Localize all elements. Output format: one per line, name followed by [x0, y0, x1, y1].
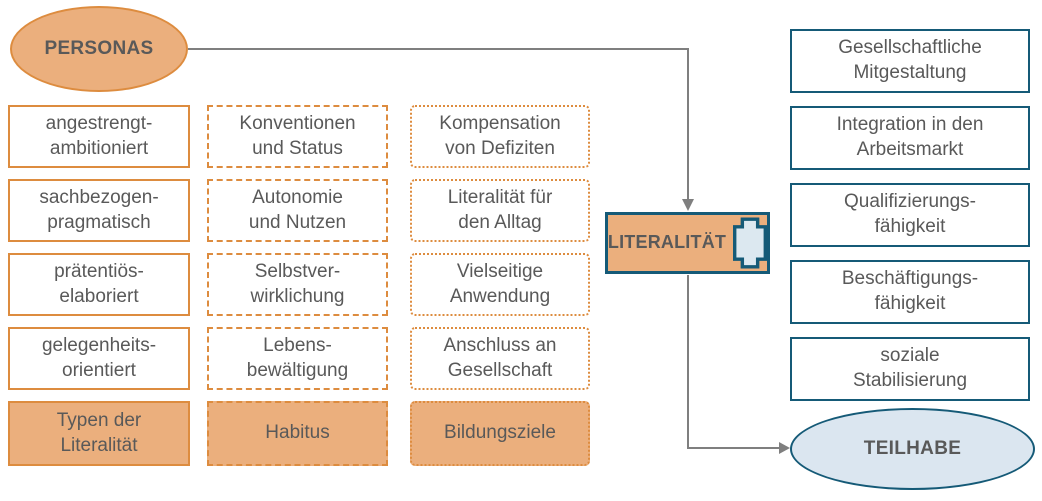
ziel-box-anschluss-an-gesellschaft: Anschluss an Gesellschaft	[410, 327, 590, 390]
outcome-label: Qualifizierungs- fähigkeit	[844, 191, 976, 237]
literalitaet-to-teilhabe-connector	[687, 275, 779, 449]
typ-box-praetentioes-elaboriert: prätentiös- elaboriert	[8, 253, 190, 316]
scroll-icon	[733, 217, 768, 269]
outcome-label: Beschäftigungs- fähigkeit	[841, 268, 979, 314]
literalitaet-label: LITERALITÄT	[607, 232, 727, 253]
ziel-label: Kompensation von Defiziten	[439, 112, 561, 159]
typ-box-sachbezogen-pragmatisch: sachbezogen- pragmatisch	[8, 179, 190, 242]
outcome-box-beschaeftigungsfaehigkeit: Beschäftigungs- fähigkeit	[790, 260, 1030, 324]
teilhabe-label: TEILHABE	[863, 437, 962, 459]
outcome-box-soziale-stabilisierung: soziale Stabilisierung	[790, 337, 1030, 401]
ziel-label: Vielseitige Anwendung	[449, 260, 551, 307]
column-header-label: Bildungsziele	[444, 422, 556, 444]
habitus-label: Selbstver- wirklichung	[250, 260, 345, 307]
arrowhead-right-icon	[779, 442, 790, 454]
typ-box-angestrengt-ambitioniert: angestrengt- ambitioniert	[8, 105, 190, 168]
arrowhead-down-icon	[682, 199, 694, 211]
personas-label: PERSONAS	[44, 37, 154, 59]
literalitaet-node: LITERALITÄT	[605, 212, 770, 274]
ziel-label: Literalität für den Alltag	[447, 186, 553, 233]
column-header-bildungsziele: Bildungsziele	[410, 401, 590, 466]
teilhabe-node: TEILHABE	[790, 408, 1035, 490]
typ-label: angestrengt- ambitioniert	[45, 112, 153, 159]
habitus-label: Konventionen und Status	[239, 112, 356, 159]
column-header-label: Typen der Literalität	[56, 409, 142, 456]
habitus-label: Autonomie und Nutzen	[248, 186, 347, 233]
column-header-typen-der-literalitaet: Typen der Literalität	[8, 401, 190, 466]
outcome-label: soziale Stabilisierung	[852, 345, 968, 391]
ziel-label: Anschluss an Gesellschaft	[443, 334, 557, 381]
typ-box-gelegenheits-orientiert: gelegenheits- orientiert	[8, 327, 190, 390]
habitus-box-konventionen-und-status: Konventionen und Status	[207, 105, 388, 168]
ziel-box-kompensation-von-defiziten: Kompensation von Defiziten	[410, 105, 590, 168]
habitus-box-autonomie-und-nutzen: Autonomie und Nutzen	[207, 179, 388, 242]
outcome-label: Integration in den Arbeitsmarkt	[836, 114, 984, 160]
habitus-label: Lebens- bewältigung	[246, 334, 349, 381]
typ-label: prätentiös- elaboriert	[54, 260, 144, 307]
habitus-box-lebensbewaeltigung: Lebens- bewältigung	[207, 327, 388, 390]
column-header-habitus: Habitus	[207, 401, 388, 466]
typ-label: sachbezogen- pragmatisch	[39, 186, 159, 233]
personas-node: PERSONAS	[10, 6, 188, 92]
outcome-label: Gesellschaftliche Mitgestaltung	[838, 37, 982, 83]
typ-label: gelegenheits- orientiert	[41, 334, 157, 381]
habitus-box-selbstverwirklichung: Selbstver- wirklichung	[207, 253, 388, 316]
outcome-box-integration-in-den-arbeitsmarkt: Integration in den Arbeitsmarkt	[790, 106, 1030, 170]
column-header-label: Habitus	[265, 422, 330, 444]
outcome-box-qualifizierungsfaehigkeit: Qualifizierungs- fähigkeit	[790, 183, 1030, 247]
ziel-box-literalitaet-fuer-den-alltag: Literalität für den Alltag	[410, 179, 590, 242]
outcome-box-gesellschaftliche-mitgestaltung: Gesellschaftliche Mitgestaltung	[790, 29, 1030, 93]
ziel-box-vielseitige-anwendung: Vielseitige Anwendung	[410, 253, 590, 316]
